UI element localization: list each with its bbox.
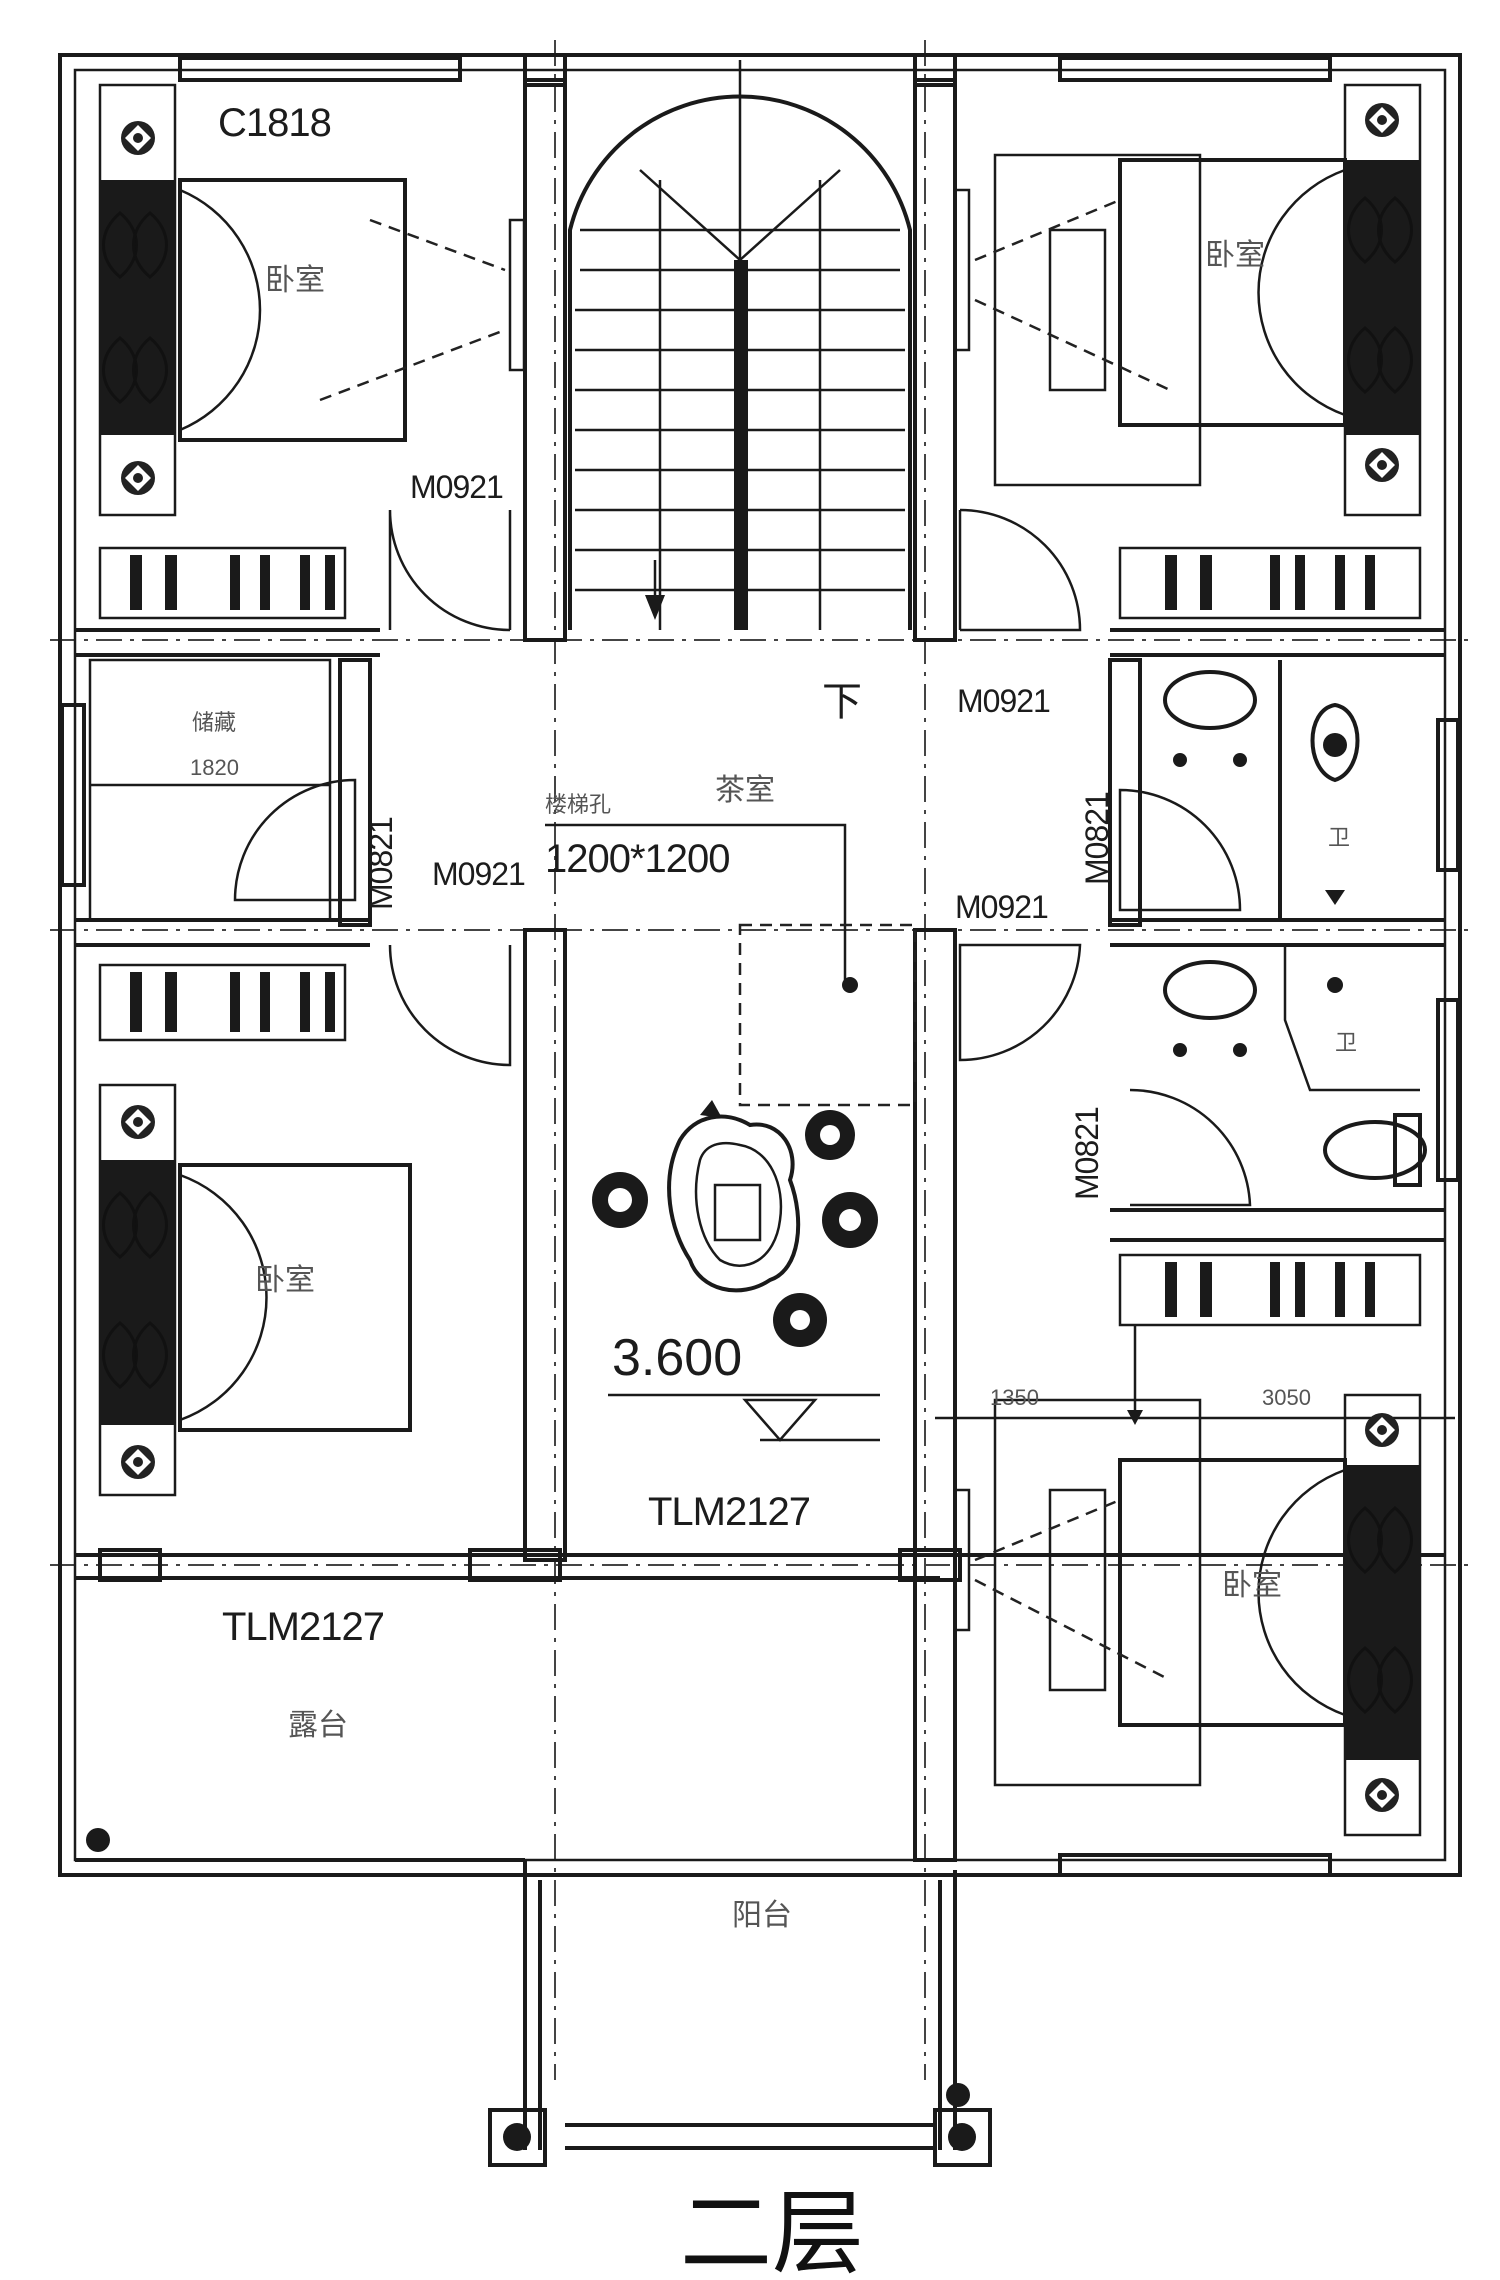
door-code-right-upper: M0821	[1079, 792, 1115, 885]
labels: C1818 M0921 卧室 卧室 下 M0921 储藏 1820 茶室 楼梯孔…	[190, 101, 1357, 2280]
storage-dimension: 1820	[190, 755, 239, 780]
door-code-right-lower: M0821	[1069, 1107, 1105, 1200]
window-code-tlm2127-center: TLM2127	[648, 1490, 810, 1534]
bedroom-bottom-left	[98, 963, 412, 1497]
door-code-bedroom-tl: M0921	[410, 469, 503, 505]
bedroom-bottom-right	[935, 1253, 1455, 1837]
rockery	[592, 1100, 878, 1347]
bedroom-top-left	[98, 83, 506, 620]
door-code-right-top: M0921	[957, 683, 1050, 719]
bathrooms	[1163, 670, 1427, 1187]
walls	[58, 53, 1462, 2167]
room-label-bath-upper: 卫	[1328, 825, 1350, 850]
room-label-bedroom-bl: 卧室	[255, 1264, 315, 1297]
bedroom-top-right	[974, 83, 1422, 620]
stair-down-label: 下	[822, 680, 861, 724]
dimension-left: 1350	[990, 1385, 1039, 1410]
room-label-bath-lower: 卫	[1335, 1030, 1357, 1055]
room-label-bedroom-tr: 卧室	[1205, 239, 1265, 272]
room-label-bedroom-br: 卧室	[1222, 1569, 1282, 1602]
floor-title: 二层	[680, 2180, 864, 2280]
dimension-right: 3050	[1262, 1385, 1311, 1410]
doors	[233, 188, 1252, 1632]
elevation-marker	[608, 1393, 880, 1442]
axis-grid	[50, 40, 1470, 2080]
room-label-terrace: 露台	[288, 1709, 348, 1742]
stair-opening-size: 1200*1200	[545, 837, 730, 881]
window-code-c1818: C1818	[218, 101, 331, 145]
room-label-tea-room: 茶室	[715, 774, 775, 807]
room-label-storage: 储藏	[192, 710, 236, 735]
door-code-left-vertical: M0821	[363, 817, 399, 910]
door-code-hall-left: M0921	[432, 856, 525, 892]
stair-opening-label: 楼梯孔	[545, 792, 611, 817]
window-code-tlm2127-lower: TLM2127	[222, 1605, 384, 1649]
floor-elevation: 3.600	[612, 1329, 742, 1387]
room-label-bedroom-tl: 卧室	[265, 264, 325, 297]
room-label-balcony: 阳台	[732, 1899, 792, 1932]
door-code-right-mid: M0921	[955, 889, 1048, 925]
staircase	[568, 60, 912, 630]
tea-room	[545, 823, 917, 1442]
